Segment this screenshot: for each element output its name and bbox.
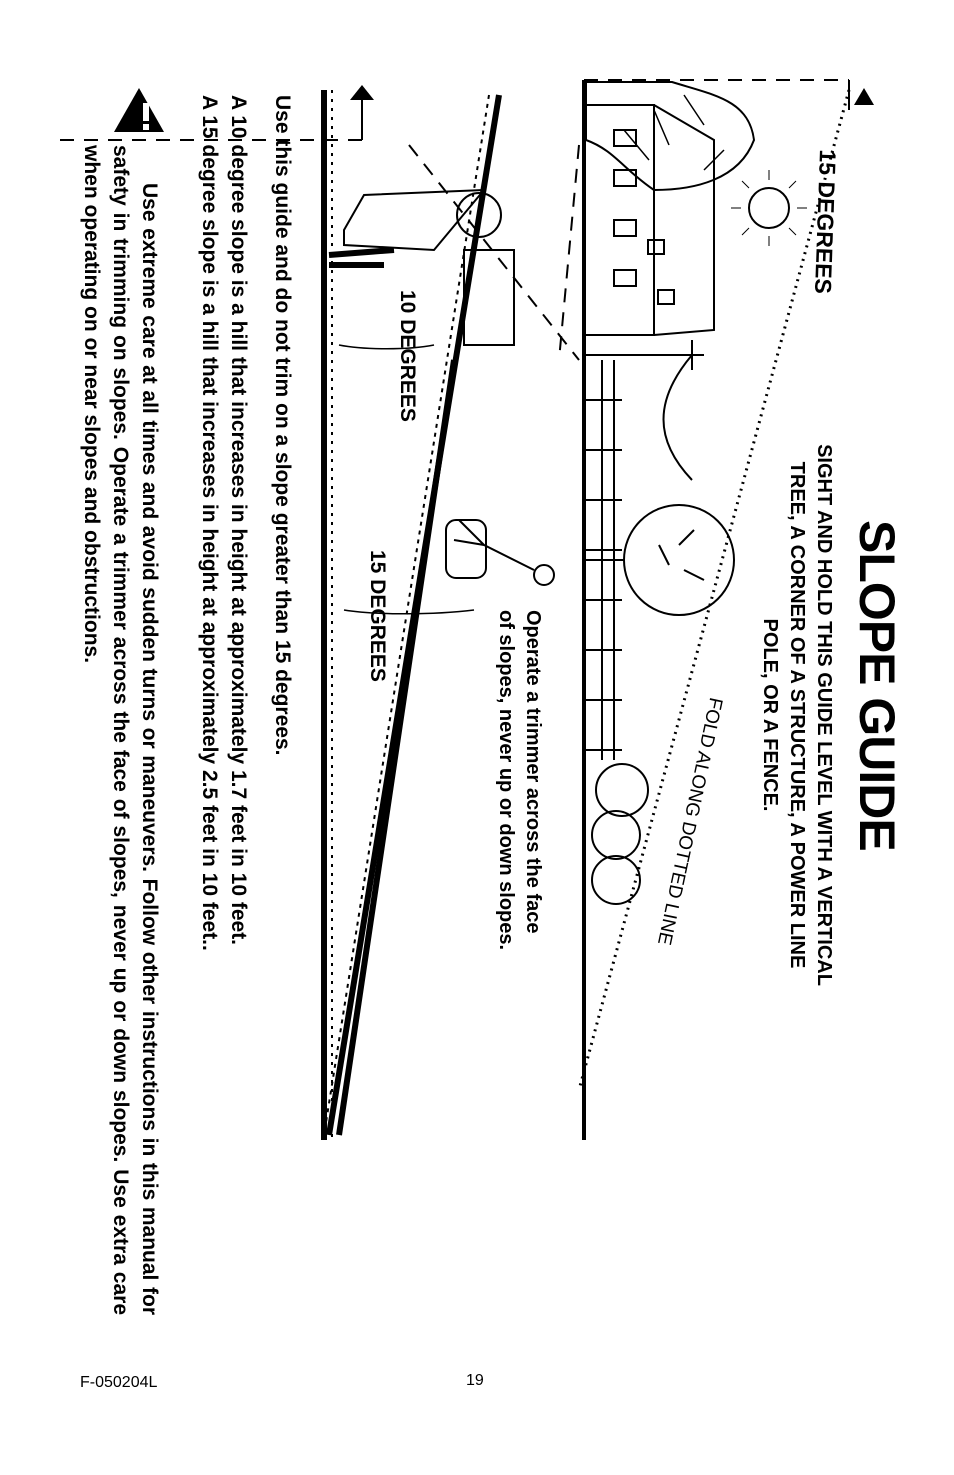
warning-text: Use extreme care at all times and avoid … [80, 145, 161, 1315]
house-icon [583, 104, 715, 336]
sight-line: TREE, A CORNER OF A STRUCTURE, A POWER L… [786, 461, 808, 969]
arrow-head-icon [854, 88, 874, 105]
person-icon [328, 188, 515, 346]
angle-label-top: 15 DEGREES [809, 149, 841, 295]
page-title: SLOPE GUIDE [849, 520, 905, 851]
definition-10-degree: A 10 degree slope is a hill that increas… [227, 95, 250, 946]
page-number: 19 [466, 1372, 484, 1389]
sight-line: SIGHT AND HOLD THIS GUIDE LEVEL WITH A V… [813, 444, 835, 986]
power-pole-icon [584, 340, 704, 481]
label-15-degrees: 15 DEGREES [366, 550, 389, 682]
operate-line: of slopes, never up or down slopes. [495, 610, 517, 951]
round-tree-icon [584, 504, 735, 616]
exclamation-triangle-icon [114, 88, 164, 132]
operate-line: Operate a trimmer across the face [522, 610, 544, 934]
level-ground [321, 90, 333, 1140]
arrow-head-icon [350, 85, 374, 100]
use-guide-text: Use this guide and do not trim on a slop… [271, 95, 294, 756]
sun-icon [748, 187, 790, 229]
sight-instruction: SIGHT AND HOLD THIS GUIDE LEVEL WITH A V… [756, 395, 837, 1035]
slope-10-ground [336, 359, 457, 1136]
bush-icon [591, 763, 649, 905]
sight-line: POLE, OR A FENCE. [759, 618, 781, 812]
warning-paragraph: Use extreme care at all times and avoid … [77, 145, 164, 1315]
document-code: F-050204L [80, 1374, 158, 1391]
tree-icon [585, 81, 756, 192]
operate-instruction: Operate a trimmer across the face of slo… [492, 610, 546, 950]
operator-icon [445, 519, 555, 586]
label-10-degrees: 10 DEGREES [396, 290, 419, 422]
definition-15-degree: A 15 degree slope is a hill that increas… [198, 95, 221, 951]
